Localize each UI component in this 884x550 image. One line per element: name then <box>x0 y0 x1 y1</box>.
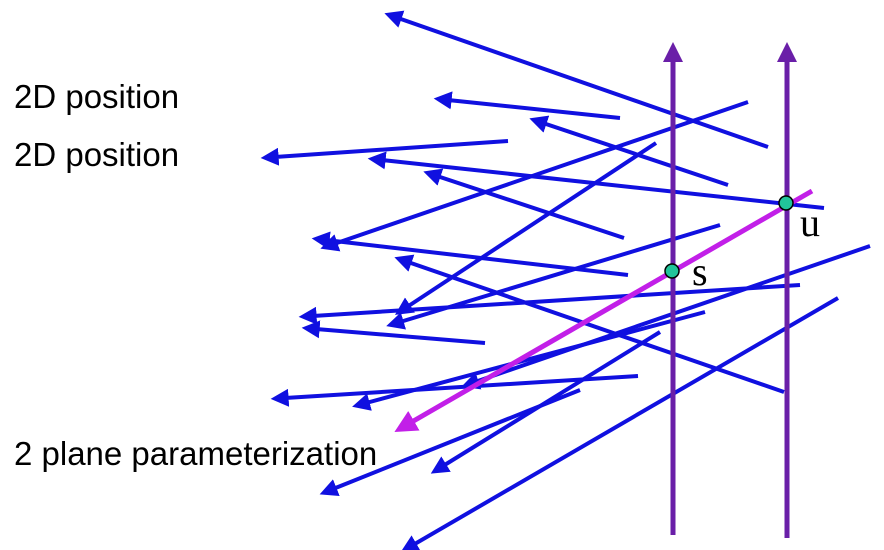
light-ray-5 <box>320 100 749 252</box>
s-point-label: s <box>692 249 708 294</box>
light-ray-2 <box>433 91 621 120</box>
light-ray-7 <box>423 168 625 240</box>
u-point-label: u <box>800 200 820 245</box>
u-intersection-point <box>778 195 794 211</box>
position-label-1: 2D position <box>14 78 180 115</box>
light-ray-4 <box>260 139 509 166</box>
parameterization-label: 2 plane parameterization <box>14 435 378 472</box>
highlighted-ray <box>394 188 814 432</box>
light-ray-19 <box>319 388 581 497</box>
light-ray-1 <box>384 10 769 149</box>
light-ray-6 <box>367 151 825 210</box>
light-ray-17 <box>430 330 662 474</box>
light-ray-13 <box>301 320 486 345</box>
light-ray-3 <box>529 115 729 187</box>
position-label-2: 2D position <box>14 136 180 173</box>
light-ray-11 <box>298 283 801 325</box>
light-rays <box>260 10 871 550</box>
light-ray-10 <box>311 231 629 277</box>
light-ray-18 <box>400 296 840 550</box>
light-ray-12 <box>394 254 785 394</box>
light-ray-8 <box>394 141 658 315</box>
s-intersection-point <box>664 263 680 279</box>
